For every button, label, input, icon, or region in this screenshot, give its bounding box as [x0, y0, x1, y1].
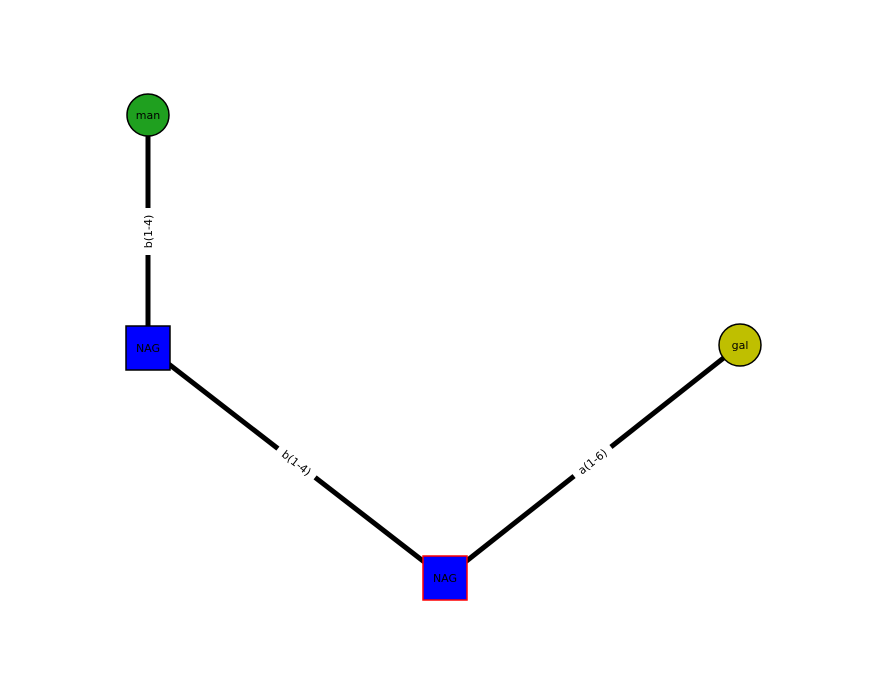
edge-label-bg [140, 208, 156, 255]
edge-label-man-nag-1: b(1-4) [140, 208, 156, 255]
node-nag-1 [125, 325, 171, 371]
node-man [126, 93, 170, 137]
node-gal [718, 323, 762, 367]
edge-label-text: b(1-4) [142, 215, 155, 249]
node-label-nag-1: NAG [136, 342, 160, 355]
node-label-man: man [136, 109, 160, 122]
edge-label-bg [569, 441, 616, 482]
node-label-nag-2: NAG [433, 572, 457, 585]
node-nag-2 [422, 555, 468, 601]
node-label-gal: gal [732, 339, 749, 352]
edge-label-bg [273, 442, 320, 484]
